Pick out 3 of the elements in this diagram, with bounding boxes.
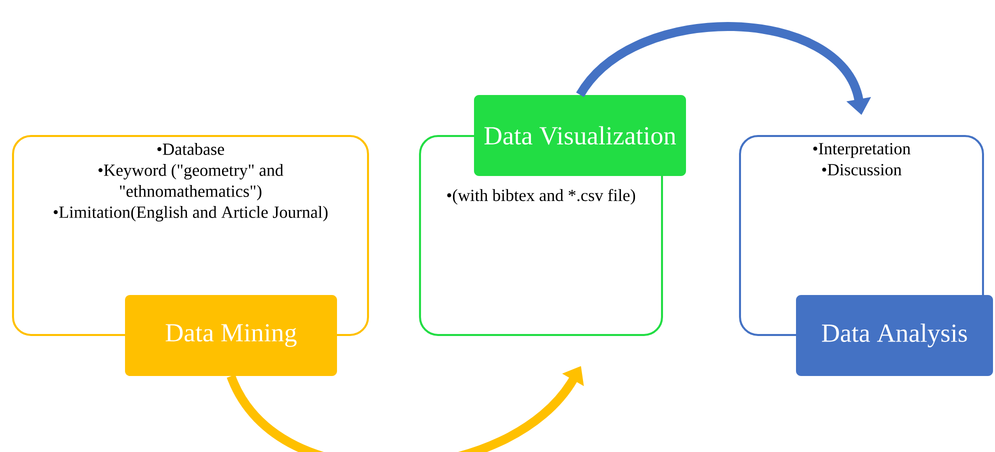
title-box: Data Analysis bbox=[796, 295, 993, 376]
title-box: Data Visualization bbox=[474, 95, 686, 176]
title-box: Data Mining bbox=[125, 295, 337, 376]
